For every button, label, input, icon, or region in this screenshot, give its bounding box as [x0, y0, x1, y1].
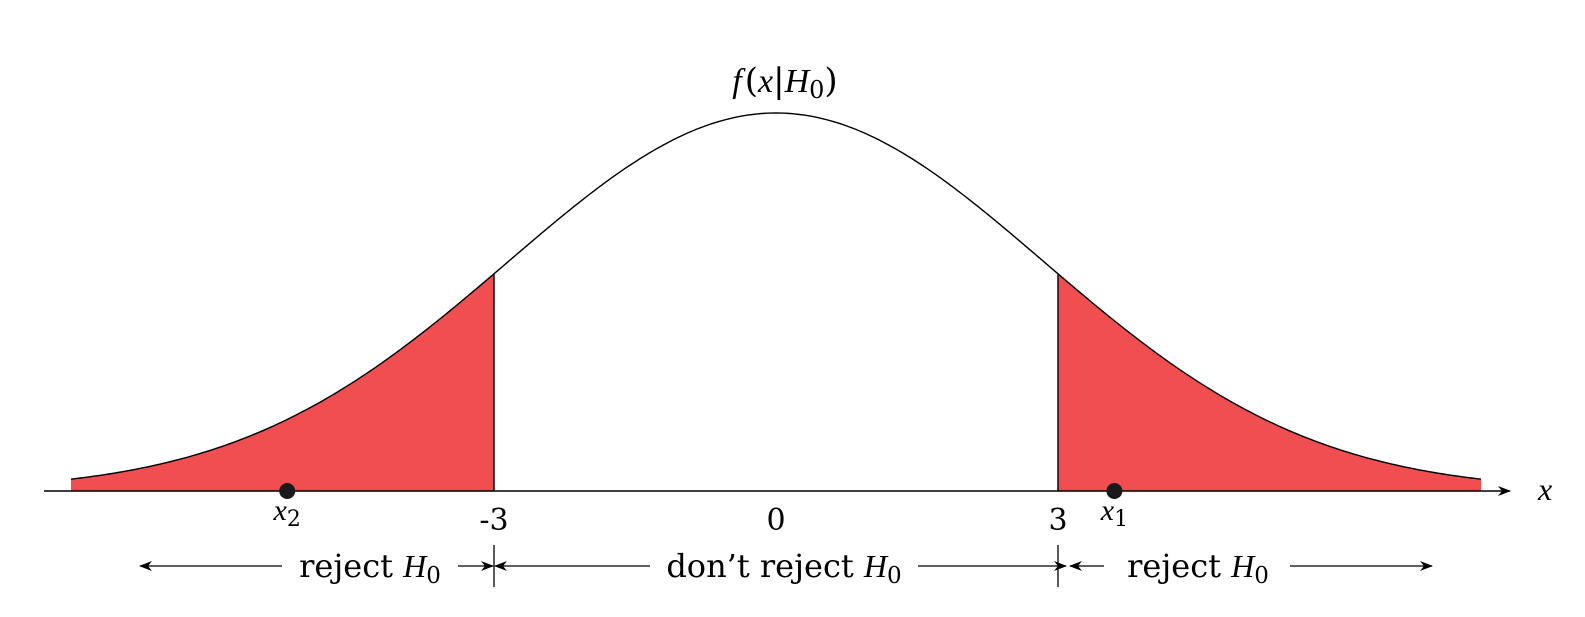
right-rejection-region — [1058, 273, 1481, 491]
left-rejection-region — [71, 273, 494, 491]
point-x2 — [279, 483, 296, 499]
point-label-x1: x1 — [1100, 494, 1128, 532]
tick-label-0: 0 — [766, 503, 785, 538]
region-label-reject-right: reject H0 — [1127, 547, 1269, 589]
point-x1 — [1106, 483, 1123, 499]
region-label-dont-reject: don’t reject H0 — [666, 547, 901, 589]
point-label-x2: x2 — [273, 494, 301, 532]
tick-label-minus-3: -3 — [479, 503, 508, 538]
region-annotations — [139, 545, 1433, 587]
density-curve — [70, 112, 1482, 480]
region-label-reject-left: reject H0 — [299, 547, 441, 589]
tick-label-3: 3 — [1048, 503, 1067, 538]
x-axis-label: x — [1537, 471, 1552, 507]
curve-label: f(x|H0) — [732, 61, 837, 104]
